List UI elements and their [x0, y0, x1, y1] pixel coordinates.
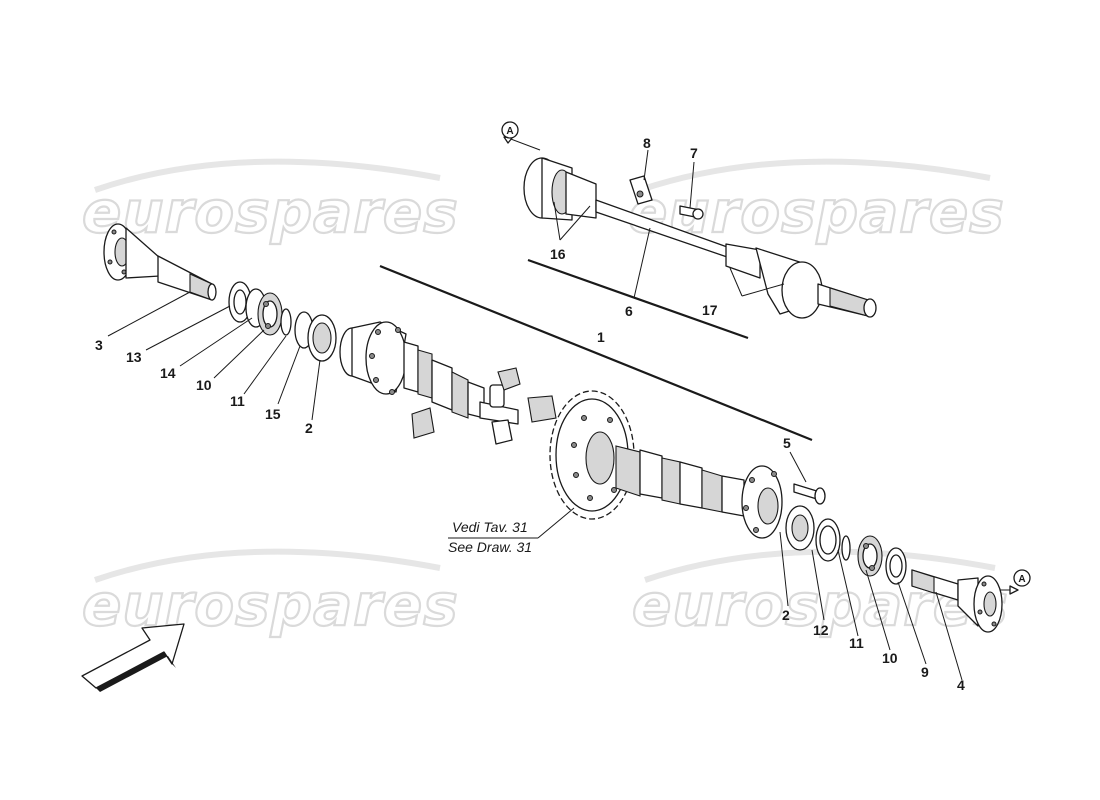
part-label-2b: 2: [782, 607, 790, 623]
view-direction-arrow-icon: [81, 623, 185, 692]
part-number-labels: 1 2 2 3 4 5 6 7 8 9 10 10 11 11 12 13 14…: [95, 135, 965, 693]
ring-gear-bolt: [793, 483, 826, 505]
left-bearing-stack: [228, 281, 337, 362]
spider-gear-set: [411, 367, 557, 445]
connector-marker-right: A: [1000, 569, 1031, 595]
right-bearing-stack: [785, 505, 907, 585]
part-label-4: 4: [957, 677, 965, 693]
part-label-13: 13: [126, 349, 142, 365]
reference-note-english: See Draw. 31: [448, 539, 532, 555]
part-label-11b: 11: [849, 635, 864, 651]
differential-right-half: [615, 445, 783, 539]
part-label-16: 16: [550, 246, 566, 262]
part-label-6: 6: [625, 303, 633, 319]
part-label-14: 14: [160, 365, 176, 381]
ring-gear: [549, 390, 635, 520]
part-label-17: 17: [702, 302, 718, 318]
differential-housing: [339, 321, 485, 419]
part-label-10b: 10: [882, 650, 898, 666]
top-driveshaft: [523, 157, 877, 319]
reference-note: Vedi Tav. 31 See Draw. 31: [448, 519, 532, 555]
part-label-7: 7: [690, 145, 698, 161]
part-label-12: 12: [813, 622, 829, 638]
part-label-2a: 2: [305, 420, 313, 436]
left-output-shaft: [103, 223, 217, 301]
leader-lines: [107, 149, 963, 681]
assembly-brackets: [379, 258, 813, 442]
part-label-15: 15: [265, 406, 281, 422]
bracket-1: [379, 264, 813, 442]
reference-note-italian: Vedi Tav. 31: [452, 519, 528, 535]
watermark-layer: eurospares eurospares eurospares eurospa…: [81, 158, 1009, 640]
right-output-shaft: [911, 569, 1003, 633]
bracket-6: [527, 258, 749, 340]
watermark-bottom-left: eurospares: [82, 571, 459, 639]
part-label-1: 1: [597, 329, 605, 345]
watermark-top-left: eurospares: [82, 178, 459, 246]
part-label-8: 8: [643, 135, 651, 151]
part-label-5: 5: [783, 435, 791, 451]
connector-letter-top: A: [506, 126, 513, 137]
part-label-3: 3: [95, 337, 103, 353]
part-label-11a: 11: [230, 393, 245, 409]
connector-letter-right: A: [1018, 574, 1025, 585]
part-label-9: 9: [921, 664, 929, 680]
part-label-10a: 10: [196, 377, 212, 393]
connector-marker-top: A: [501, 121, 541, 151]
